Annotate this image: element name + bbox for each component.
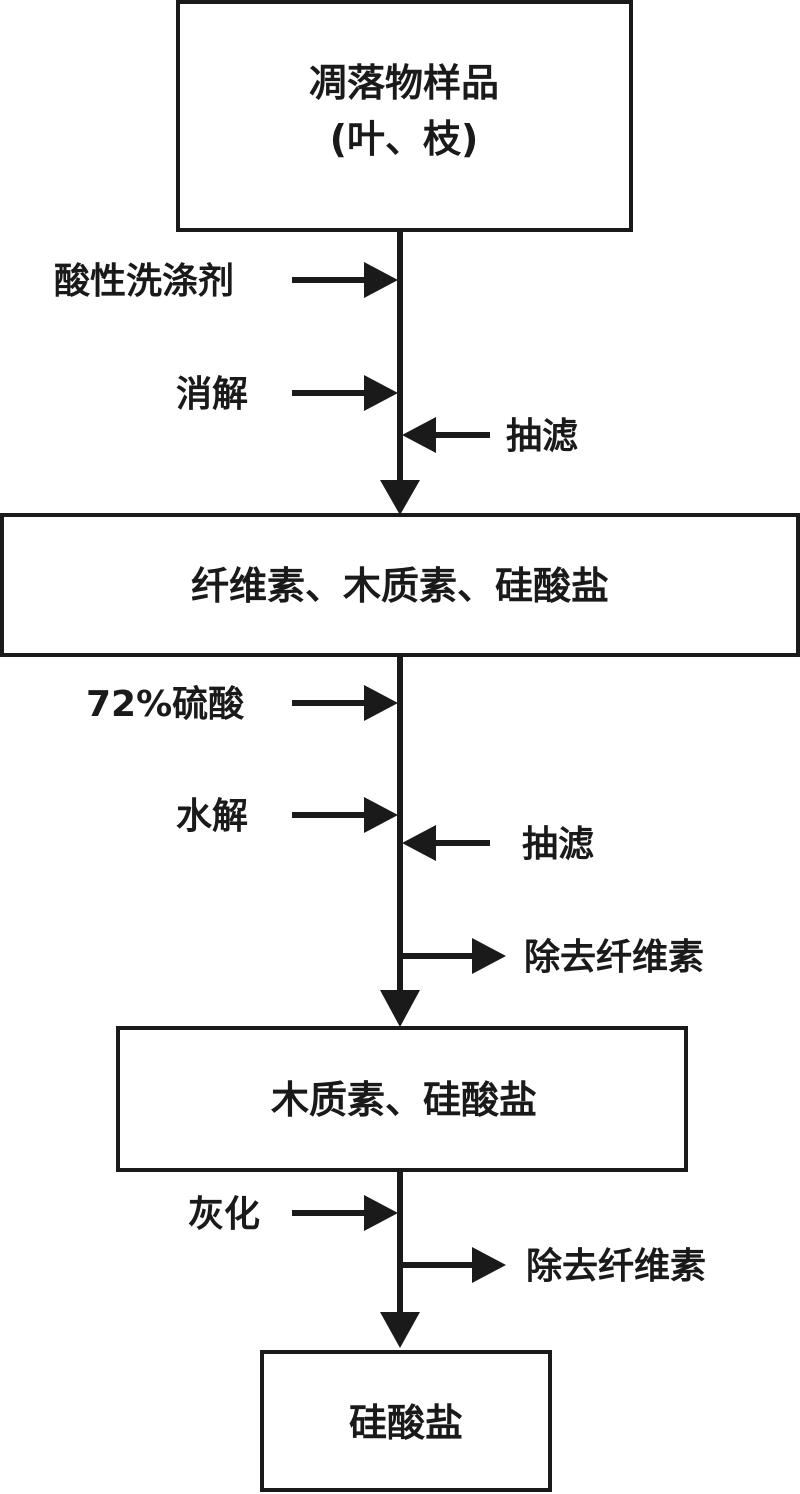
reagent-label-acid-detergent: 酸性洗涤剂 (54, 261, 234, 302)
silicate-box (260, 1350, 552, 1492)
remove-cellulose2-label: 除去纤维素 (526, 1246, 706, 1287)
sample-box-title: 凋落物样品 (309, 61, 499, 105)
remove-cellulose1-arrow-head (472, 938, 506, 974)
hydrolysis-arrow-head (364, 797, 398, 833)
digestion-arrow-head (364, 375, 398, 411)
ashing-arrow-head (364, 1195, 398, 1231)
filter1-label: 抽滤 (506, 416, 578, 457)
filter1-arrow-head (402, 417, 436, 453)
silicate-label: 硅酸盐 (349, 1401, 463, 1445)
lignin-silicate-label: 木质素、硅酸盐 (271, 1078, 537, 1122)
sample-box-subtitle: (叶、枝) (330, 117, 479, 161)
filter2-arrow-head (402, 825, 436, 861)
arrow-down-to-box4 (380, 1312, 420, 1348)
digestion-label: 消解 (176, 374, 248, 415)
sulfuric-acid-label: 72%硫酸 (86, 684, 244, 725)
remove-cellulose2-arrow-head (472, 1247, 506, 1283)
arrow-down-to-box2 (380, 480, 420, 515)
filter2-label: 抽滤 (522, 824, 594, 865)
lignin-silicate-box (116, 1026, 688, 1172)
sample-box (176, 0, 633, 232)
sulfuric-acid-arrow-head (364, 685, 398, 721)
remove-cellulose1-label: 除去纤维素 (524, 937, 704, 978)
fiber-lignin-silicate-box (0, 513, 800, 657)
reagent-arrow-head (364, 262, 398, 298)
fiber-lignin-silicate-label: 纤维素、木质素、硅酸盐 (191, 564, 609, 608)
ashing-label: 灰化 (188, 1194, 260, 1235)
arrow-down-to-box3 (380, 990, 420, 1027)
hydrolysis-label: 水解 (176, 796, 248, 837)
